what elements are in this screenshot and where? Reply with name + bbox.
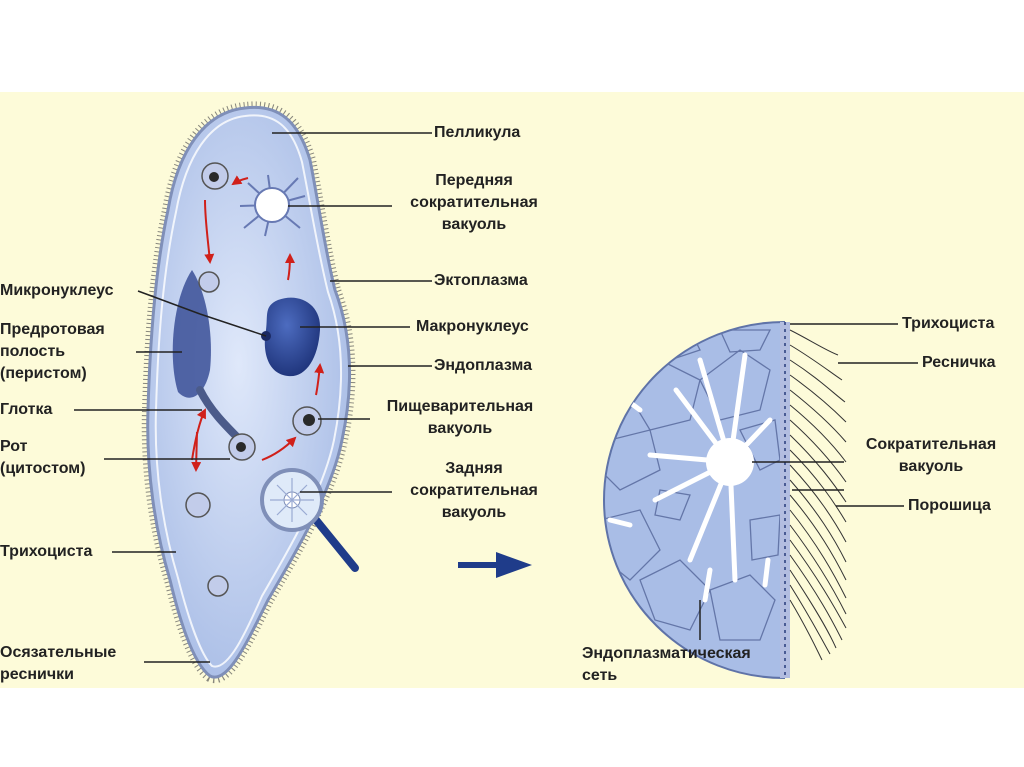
label-pellicle: Пелликула	[434, 124, 521, 141]
label-cytoproct: Порошица	[908, 497, 991, 514]
label-peristome: Предротовая полость (перистом)	[0, 321, 105, 382]
label-trichocyst-left: Трихоциста	[0, 543, 93, 560]
vacuole-closeup	[603, 320, 847, 680]
ectoplasm-layer	[154, 114, 343, 668]
peristome	[172, 270, 211, 398]
label-mouth: Рот (цитостом)	[0, 438, 86, 477]
label-tactile-cilia: Осязательные реснички	[0, 644, 117, 683]
label-pharynx: Глотка	[0, 401, 53, 418]
arrow-right-icon	[458, 552, 532, 578]
label-endoplasm: Эндоплазма	[434, 357, 532, 374]
macronucleus	[264, 297, 321, 377]
cyclosis-arrows	[191, 175, 325, 472]
label-front-vacuole: Передняя сократительная вакуоль	[410, 172, 538, 233]
label-contractile-vacuole: Сократительная вакуоль	[865, 436, 997, 475]
cell-body	[146, 105, 351, 679]
label-rear-vacuole: Задняя сократительная вакуоль	[410, 460, 538, 521]
label-trichocyst-right: Трихоциста	[902, 315, 995, 332]
label-ectoplasm: Эктоплазма	[434, 272, 528, 289]
label-micronucleus: Микронуклеус	[0, 282, 114, 299]
rear-contractile-vacuole	[260, 468, 359, 572]
label-macronucleus: Макронуклеус	[416, 318, 529, 335]
label-digestive-vacuole: Пищеварительная вакуоль	[386, 398, 534, 437]
label-er: Эндоплазматическая сеть	[582, 645, 751, 684]
label-cilium: Ресничка	[922, 354, 996, 371]
front-contractile-vacuole	[239, 174, 306, 237]
